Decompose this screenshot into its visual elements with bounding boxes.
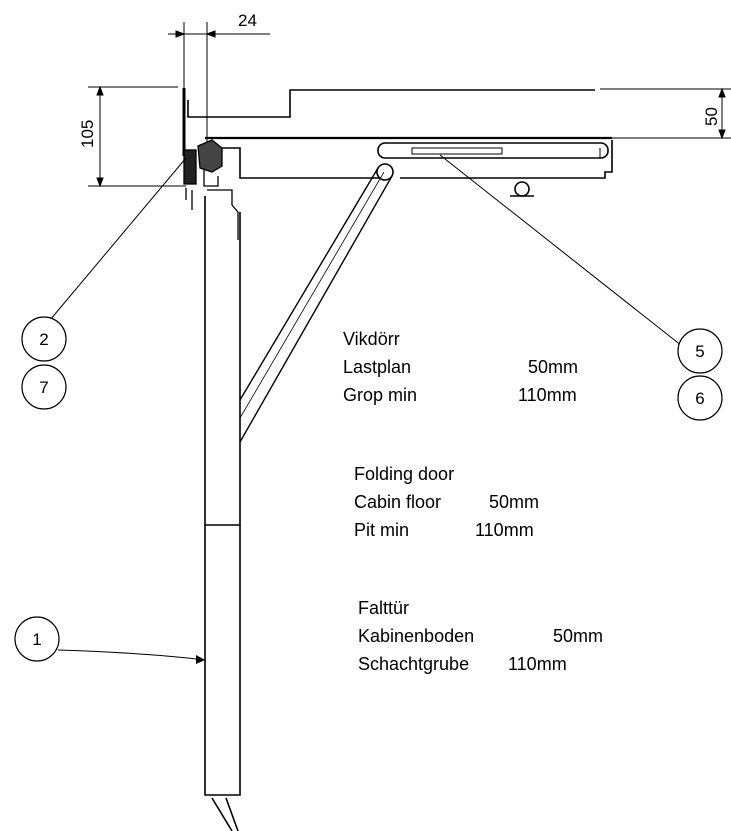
link-arm [239, 167, 393, 443]
spec-value: 110mm [508, 654, 567, 674]
dimension-top-width [168, 22, 270, 150]
svg-text:5: 5 [695, 342, 704, 361]
dimension-left-height [88, 85, 186, 188]
spec-title: Vikdörr [343, 329, 400, 349]
spec-value: 50mm [528, 357, 579, 377]
spec-row: Grop min 110mm [343, 381, 577, 409]
spec-row: Cabin floor 50mm [354, 488, 539, 516]
spec-label: Grop min [343, 385, 418, 405]
spec-title: Folding door [354, 464, 455, 484]
spec-label: Kabinenboden [358, 626, 475, 646]
callout-2: 2 [21, 316, 67, 362]
dimension-right-height [600, 87, 731, 140]
dimension-left-height-label: 105 [78, 120, 97, 148]
svg-text:1: 1 [32, 630, 41, 649]
dimension-right-height-label: 50 [702, 107, 721, 126]
spec-label: Schachtgrube [358, 654, 470, 674]
svg-text:6: 6 [695, 389, 704, 408]
spec-value: 110mm [518, 385, 577, 405]
spec-value: 50mm [489, 492, 540, 512]
spec-label: Lastplan [343, 357, 412, 377]
cut-lines [211, 797, 239, 831]
cabin-floor-profile [182, 88, 613, 197]
svg-text:7: 7 [39, 378, 48, 397]
spec-block-english: Folding door Cabin floor 50mm Pit min 11… [354, 460, 539, 544]
leader-lines [49, 154, 683, 664]
spec-value: 110mm [475, 520, 534, 540]
callout-7: 7 [21, 364, 67, 410]
spec-row: Schachtgrube 110mm [358, 650, 567, 678]
spec-label: Cabin floor [354, 492, 442, 512]
svg-text:2: 2 [39, 330, 48, 349]
spec-row: Pit min 110mm [354, 516, 534, 544]
spec-title: Falttür [358, 598, 410, 618]
spec-row: Lastplan 50mm [343, 353, 578, 381]
callout-1: 1 [14, 616, 60, 662]
spec-row: Kabinenboden 50mm [358, 622, 603, 650]
spec-block-german: Falttür Kabinenboden 50mm Schachtgrube 1… [358, 594, 603, 678]
spec-label: Pit min [354, 520, 410, 540]
callout-5: 5 [677, 328, 723, 374]
door-panel [204, 196, 241, 796]
spec-value: 50mm [553, 626, 604, 646]
spec-block-swedish: Vikdörr Lastplan 50mm Grop min 110mm [343, 325, 578, 409]
threshold-detail [183, 139, 239, 240]
dimension-top-width-label: 24 [238, 11, 257, 30]
callout-6: 6 [677, 375, 723, 421]
